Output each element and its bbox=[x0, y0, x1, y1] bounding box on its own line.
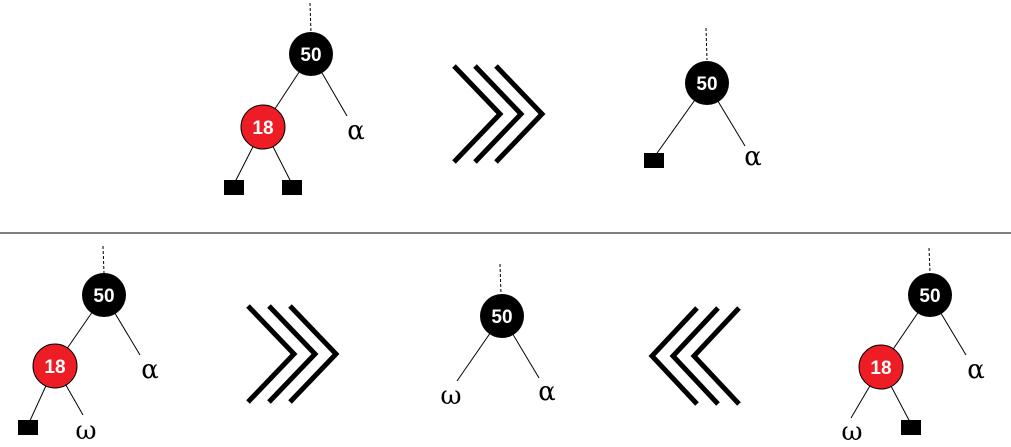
subtree-label: ω bbox=[841, 417, 862, 447]
node-label: 18 bbox=[252, 118, 273, 139]
subtree-label: ω bbox=[440, 381, 461, 411]
node-label: 50 bbox=[300, 45, 321, 66]
transform-arrow-right bbox=[452, 64, 546, 164]
top-after-tree: 50 α bbox=[644, 27, 762, 172]
node-label: 18 bbox=[44, 357, 65, 378]
node-label: 50 bbox=[919, 286, 940, 307]
parent-dashed-edge bbox=[309, 2, 312, 34]
subtree-label: α bbox=[347, 116, 365, 146]
parent-dashed-edge bbox=[499, 263, 502, 295]
node-label: 18 bbox=[870, 358, 891, 379]
red-node bbox=[858, 344, 904, 390]
node-label: 50 bbox=[93, 286, 114, 307]
nil-leaf bbox=[18, 420, 38, 435]
nil-leaf bbox=[224, 180, 244, 195]
black-node bbox=[685, 61, 729, 105]
bottom-right-before-tree: 50 18 α ω bbox=[841, 247, 985, 447]
nil-leaf bbox=[901, 420, 921, 435]
black-node bbox=[82, 273, 126, 317]
transform-arrow-left bbox=[648, 306, 741, 406]
nil-leaf bbox=[282, 180, 302, 195]
top-before-tree: 50 18 α bbox=[224, 2, 365, 195]
bottom-left-before-tree: 50 18 α ω bbox=[18, 245, 159, 446]
parent-dashed-edge bbox=[705, 27, 708, 61]
subtree-label: α bbox=[967, 355, 985, 385]
parent-dashed-edge bbox=[928, 247, 931, 274]
bottom-center-after-tree: 50 ω α bbox=[440, 263, 556, 411]
red-node bbox=[240, 104, 286, 150]
subtree-label: ω bbox=[75, 416, 96, 446]
transform-arrow-right bbox=[246, 304, 340, 404]
red-node bbox=[32, 343, 78, 389]
nil-leaf bbox=[644, 153, 664, 168]
black-node bbox=[908, 273, 952, 317]
subtree-label: α bbox=[538, 377, 556, 407]
node-label: 50 bbox=[491, 307, 512, 328]
subtree-label: α bbox=[744, 142, 762, 172]
node-label: 50 bbox=[696, 74, 717, 95]
black-node bbox=[480, 294, 524, 338]
subtree-label: α bbox=[141, 355, 159, 385]
parent-dashed-edge bbox=[102, 245, 105, 274]
black-node bbox=[289, 32, 333, 76]
